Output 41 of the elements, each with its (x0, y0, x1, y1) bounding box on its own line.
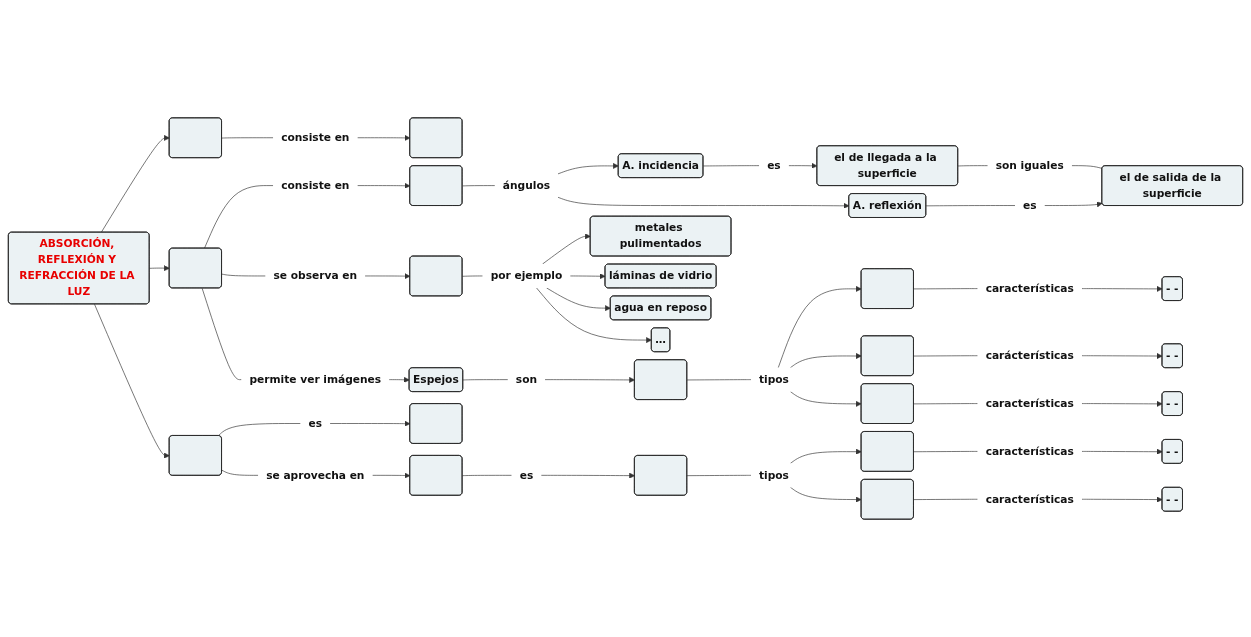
connector (686, 475, 752, 476)
connector (204, 185, 274, 249)
node-text: carácterísticas (985, 349, 1074, 362)
connector (462, 475, 513, 476)
node-text: características (985, 281, 1074, 295)
node-text: tipos (758, 468, 789, 482)
connector (703, 165, 760, 167)
node-text: es (308, 416, 323, 430)
connector (221, 137, 274, 139)
node-text: es (1022, 198, 1037, 212)
node-text: consiste en (281, 178, 350, 192)
node-text: características (985, 444, 1074, 458)
connector (221, 273, 266, 277)
node-text: son (515, 372, 538, 386)
node-text: consiste en (281, 131, 350, 144)
connector (462, 185, 496, 187)
connector (217, 423, 301, 437)
connector (913, 498, 978, 500)
connector (221, 469, 259, 476)
node-text: son iguales (995, 159, 1064, 172)
connector (201, 287, 242, 380)
node-text: permite ver imágenes (249, 372, 382, 386)
connector (1071, 165, 1103, 169)
node-text: se observa en (273, 269, 358, 282)
node-text: características (985, 396, 1074, 410)
connector (957, 165, 989, 167)
connector (913, 355, 978, 357)
connector (686, 379, 752, 381)
node-text: se aprovecha en (266, 468, 365, 482)
connector (462, 275, 483, 277)
node-text: es (519, 468, 534, 482)
node-text: es (767, 159, 781, 172)
connector (462, 379, 509, 381)
connector (925, 205, 1016, 207)
node-text: características (985, 492, 1074, 506)
connector (913, 288, 978, 290)
connector (913, 451, 978, 453)
node-text: ángulos (502, 178, 551, 192)
node-text: tipos (758, 372, 789, 386)
connector (913, 403, 978, 405)
node-text: por ejemplo (490, 269, 563, 282)
